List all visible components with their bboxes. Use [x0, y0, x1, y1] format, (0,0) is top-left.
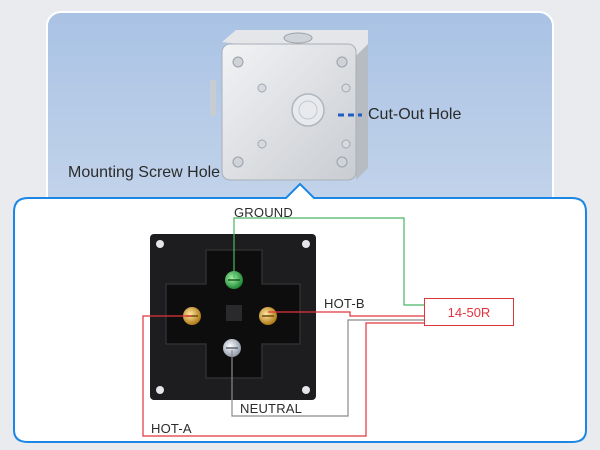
cutout-knockout — [291, 93, 325, 127]
hot-a-label: HOT-A — [151, 421, 192, 436]
neutral-wire — [231, 319, 424, 417]
mounting-screw-hole — [232, 156, 244, 168]
hot-b-label: HOT-B — [324, 296, 365, 311]
junction-box — [210, 30, 368, 181]
neutral-label: NEUTRAL — [240, 401, 303, 416]
hot-a-wire — [142, 315, 424, 437]
cutout-hole-label: Cut-Out Hole — [368, 106, 462, 123]
hot-b-wire — [268, 311, 424, 317]
receptacle-tag-label: 14-50R — [447, 304, 491, 320]
mounting-screw-hole — [232, 56, 244, 68]
receptacle-tag: 14-50R — [424, 298, 514, 326]
receptacle-plate — [150, 234, 316, 400]
ground-wire — [233, 217, 424, 306]
mounting-screw-hole — [336, 156, 348, 168]
ground-label: GROUND — [234, 205, 293, 220]
mounting-screw-hole — [336, 56, 348, 68]
mounting-screw-hole-label: Mounting Screw Hole — [68, 164, 221, 181]
